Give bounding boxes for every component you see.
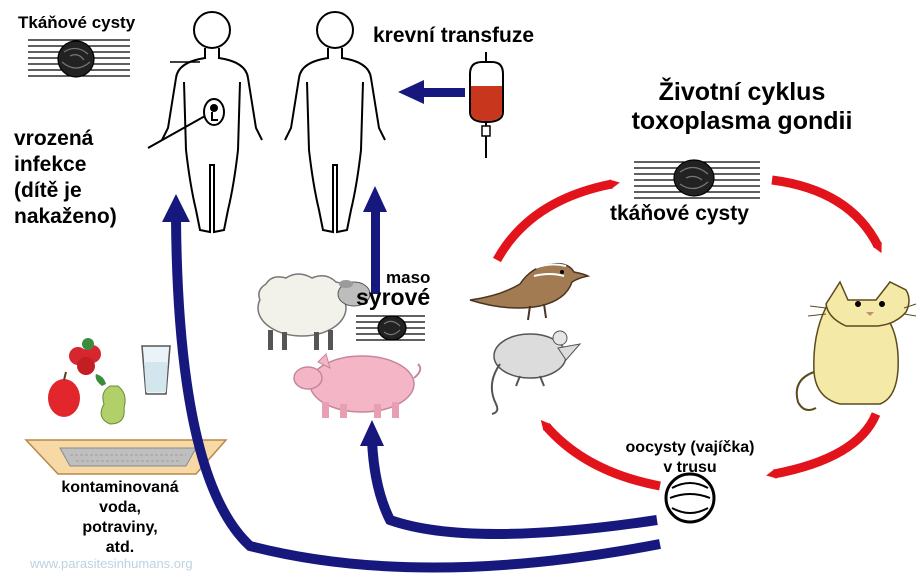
cat-icon (797, 282, 916, 410)
contaminated-sources-label: kontaminovaná voda, potraviny, atd. (20, 478, 220, 558)
watermark: www.parasitesinhumans.org (30, 556, 193, 571)
apple-icon (48, 372, 80, 417)
bird-icon (470, 264, 588, 320)
transfusion-arrow (398, 80, 465, 104)
tissue-cyst-cycle-icon (634, 160, 760, 198)
title-line-2: toxoplasma gondii (582, 107, 902, 136)
fetus-icon (204, 99, 224, 125)
tissue-cysts-top-label: Tkáňové cysty (18, 13, 135, 33)
congenital-line-1: vrozená (14, 126, 117, 152)
pig-icon (294, 354, 420, 418)
cycle-arrow-to-tissue-cyst (497, 184, 612, 260)
cycle-arrow-to-oocyst (774, 414, 876, 474)
cycle-arrow-to-cat (772, 180, 878, 246)
congenital-line-3: (dítě je (14, 178, 117, 204)
diagram-title: Životní cyklus toxoplasma gondii (582, 78, 902, 136)
blood-transfusion-label: krevní transfuze (373, 24, 534, 48)
oocysts-line-2: v trusu (592, 458, 788, 478)
tissue-cyst-top-icon (28, 40, 130, 77)
congenital-line-2: infekce (14, 152, 117, 178)
contaminated-line-4: atd. (20, 538, 220, 558)
glass-of-water-icon (142, 346, 170, 394)
title-line-1: Životní cyklus (582, 78, 902, 107)
congenital-pointer-line (148, 116, 205, 148)
raw-meat-arrow (363, 186, 387, 294)
contaminated-line-2: voda, (20, 498, 220, 518)
contaminated-line-3: potraviny, (20, 518, 220, 538)
contaminated-line-1: kontaminovaná (20, 478, 220, 498)
blood-bag-icon (470, 52, 503, 158)
raw-meat-label-2: syrové (356, 284, 430, 311)
oocysts-line-1: oocysty (vajíčka) (592, 438, 788, 458)
pear-icon (96, 374, 126, 424)
congenital-line-4: nakaženo) (14, 204, 117, 230)
congenital-infection-label: vrozená infekce (dítě je nakaženo) (14, 126, 117, 230)
oocysts-label: oocysty (vajíčka) v trusu (592, 438, 788, 478)
meat-cyst-icon (356, 316, 425, 340)
sheep-icon (258, 274, 370, 350)
tissue-cysts-cycle-label: tkáňové cysty (610, 202, 749, 226)
oocyst-icon (666, 474, 714, 522)
raspberries-icon (69, 338, 101, 375)
mouse-icon (492, 331, 580, 414)
